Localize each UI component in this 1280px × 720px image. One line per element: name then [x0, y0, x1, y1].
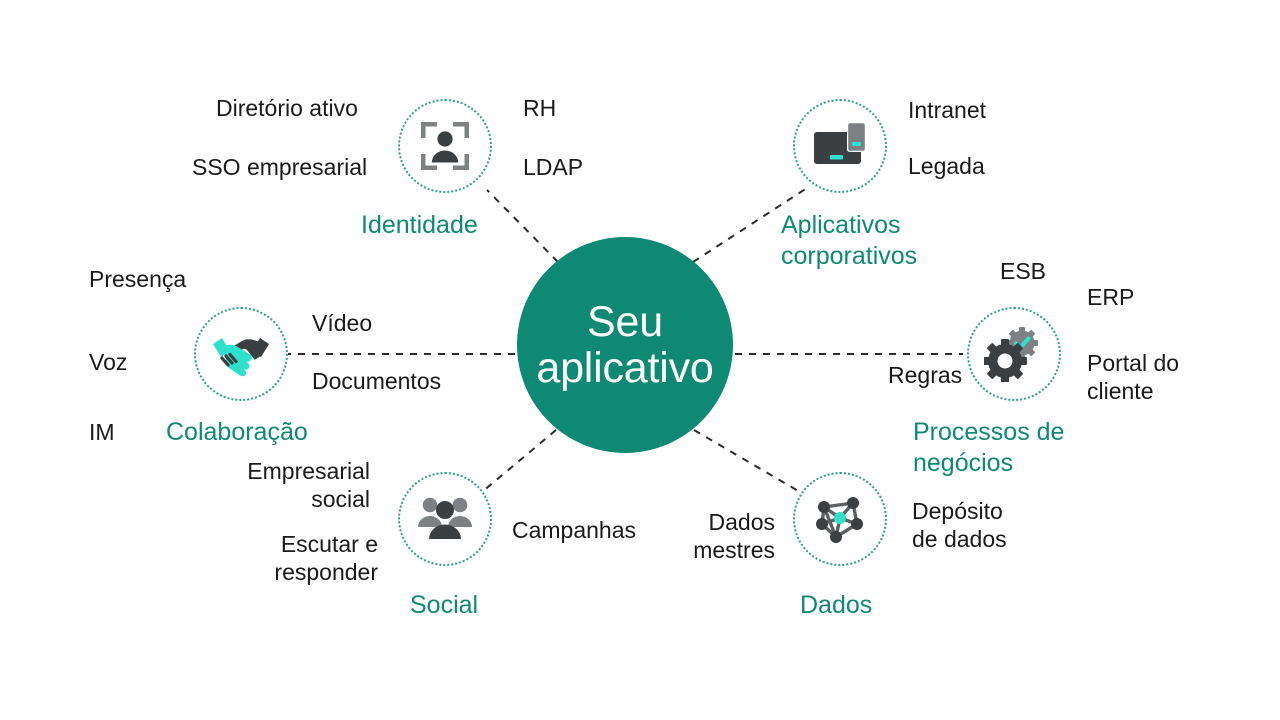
satellite-portal-do-cliente: Portal do cliente	[1087, 350, 1180, 405]
satellite-erp: ERP	[1087, 284, 1135, 310]
network-graph-icon	[816, 497, 863, 543]
satellite-diretorio-ativo: Diretório ativo	[216, 95, 358, 121]
satellite-rh: RH	[523, 95, 557, 121]
connector-dados	[693, 429, 801, 493]
satellite-campanhas: Campanhas	[512, 517, 637, 543]
node-social-circle[interactable]	[398, 472, 492, 566]
devices-icon	[814, 122, 866, 164]
satellite-sso-empresarial: SSO empresarial	[192, 154, 368, 180]
satellite-voz: Voz	[89, 349, 128, 375]
satellite-esb: ESB	[1000, 258, 1047, 284]
satellite-empresarial-social: Empresarial social	[247, 458, 370, 513]
person-frame-icon	[421, 122, 469, 170]
satellite-intranet: Intranet	[908, 97, 986, 123]
label-identidade: Identidade	[361, 211, 478, 239]
node-aplicativos-circle[interactable]	[793, 99, 887, 193]
satellite-video: Vídeo	[312, 310, 373, 336]
satellite-dados-mestres: Dados mestres	[693, 509, 775, 564]
gears-check-icon	[984, 327, 1038, 382]
node-identidade-circle[interactable]	[398, 99, 492, 193]
hub-label: Seu aplicativo	[536, 297, 714, 392]
satellite-regras: Regras	[888, 362, 963, 388]
label-social: Social	[410, 591, 479, 619]
satellite-im: IM	[89, 419, 115, 445]
node-colaboracao-circle[interactable]	[194, 307, 288, 401]
node-processos-circle[interactable]	[967, 307, 1061, 401]
satellite-legada: Legada	[908, 153, 985, 179]
label-dados: Dados	[800, 591, 873, 619]
handshake-icon	[213, 338, 269, 377]
satellite-escutar-e-responder: Escutar e responder	[274, 531, 378, 586]
label-colaboracao: Colaboração	[166, 418, 308, 446]
satellite-ldap: LDAP	[523, 154, 584, 180]
people-group-icon	[418, 497, 472, 539]
satellite-deposito-de-dados: Depósito de dados	[912, 498, 1007, 553]
satellite-documentos: Documentos	[312, 368, 442, 394]
satellite-presenca: Presença	[89, 266, 187, 292]
connector-identidade	[486, 189, 559, 263]
connector-social	[481, 429, 557, 493]
hub-circle[interactable]: Seu aplicativo	[517, 237, 733, 453]
node-dados-circle[interactable]	[793, 472, 887, 566]
label-aplicativos-corporativos: Aplicativos corporativos	[781, 211, 918, 270]
label-processos-de-negocios: Processos de negócios	[913, 418, 1065, 477]
